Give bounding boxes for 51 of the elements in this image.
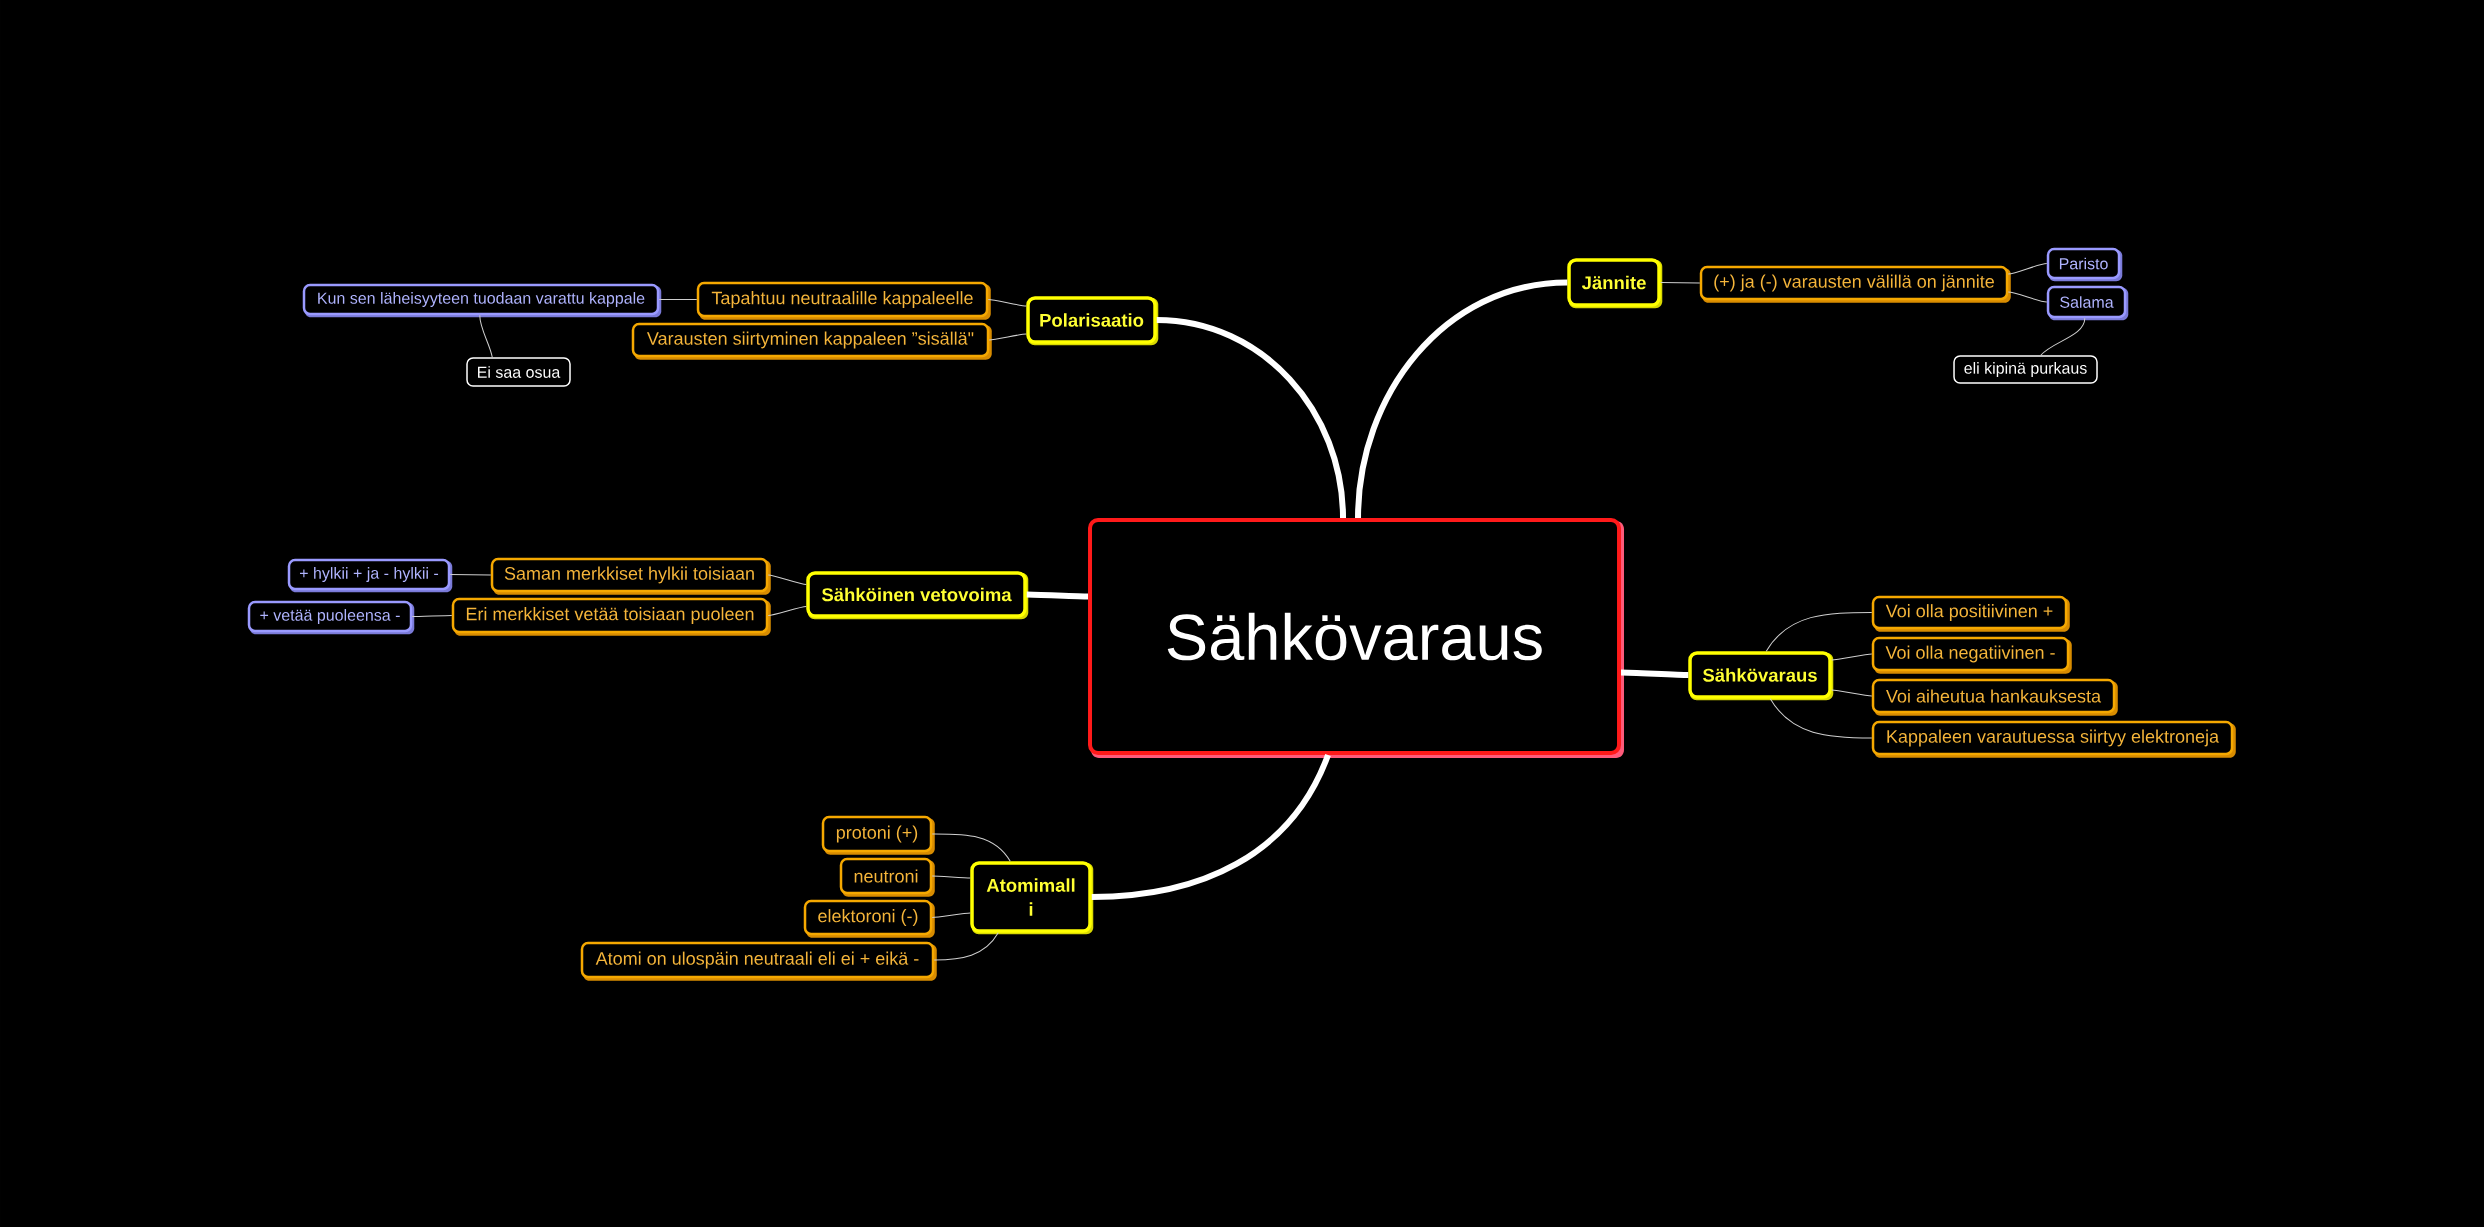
note-box: Ei saa osua (466, 357, 571, 387)
branch-box: Sähköinen vetovoima (806, 571, 1029, 620)
subtopic-box: Varausten siirtyminen kappaleen ”sisällä" (631, 322, 992, 360)
connector-line (767, 574, 807, 585)
branch-box: Polarisaatio (1026, 296, 1159, 346)
subtopic-box: protoni (+) (821, 815, 935, 855)
subtopic-box: Voi olla negatiivinen - (1871, 636, 2072, 674)
connector-line (1026, 591, 1089, 600)
connector-line (767, 606, 807, 616)
subtopic-box: Kappaleen varautuessa siirtyy elektroneja (1871, 720, 2236, 758)
connector-line (1831, 653, 1873, 661)
detail-box: + vetää puoleensa - (247, 600, 415, 635)
connector-line (931, 833, 1011, 862)
branch-box: Jännite (1567, 258, 1663, 309)
connector-line (658, 299, 698, 300)
detail-box: Salama (2046, 285, 2129, 321)
subtopic-box: neutroni (839, 857, 935, 897)
connector-line (1765, 612, 1873, 652)
connector-line (2007, 263, 2048, 275)
connector-line (479, 314, 493, 358)
connector-line (931, 875, 971, 879)
connector-line (1355, 279, 1568, 519)
subtopic-box: (+) ja (-) varausten välillä on jännite (1699, 265, 2011, 303)
branch-box: Atomimall i (970, 861, 1094, 935)
detail-box: + hylkii + ja - hylkii - (287, 558, 453, 593)
subtopic-box: Voi olla positiivinen + (1871, 595, 2070, 632)
note-box: eli kipinä purkaus (1953, 355, 2098, 384)
detail-box: Paristo (2046, 247, 2123, 282)
connector-line (411, 615, 453, 617)
connector-line (931, 912, 971, 918)
connector-line (2040, 317, 2086, 356)
subtopic-box: Tapahtuu neutraalille kappaleelle (696, 281, 991, 320)
subtopic-box: Atomi on ulospäin neutraali eli ei + eikä - (580, 941, 937, 981)
connector-line (1091, 753, 1331, 900)
branch-box: Sähkövaraus (1688, 651, 1834, 701)
connector-line (449, 574, 492, 576)
connector-line (987, 299, 1027, 307)
connector-line (933, 932, 999, 961)
connector-line (1620, 669, 1689, 678)
connector-line (2007, 291, 2048, 303)
central-topic-box: Sähkövaraus (1088, 518, 1624, 758)
connector-line (1660, 282, 1701, 284)
connector-line (1769, 698, 1873, 739)
connector-line (1831, 689, 1873, 697)
subtopic-box: elektoroni (-) (803, 899, 935, 938)
connector-line (1156, 317, 1346, 519)
connector-line (988, 333, 1027, 341)
subtopic-box: Saman merkkiset hylkii toisiaan (490, 557, 771, 595)
subtopic-box: Voi aiheutua hankauksesta (1871, 678, 2118, 716)
subtopic-box: Eri merkkiset vetää toisiaan puoleen (451, 597, 771, 636)
detail-box: Kun sen läheisyyteen tuodaan varattu kappale (302, 283, 662, 318)
